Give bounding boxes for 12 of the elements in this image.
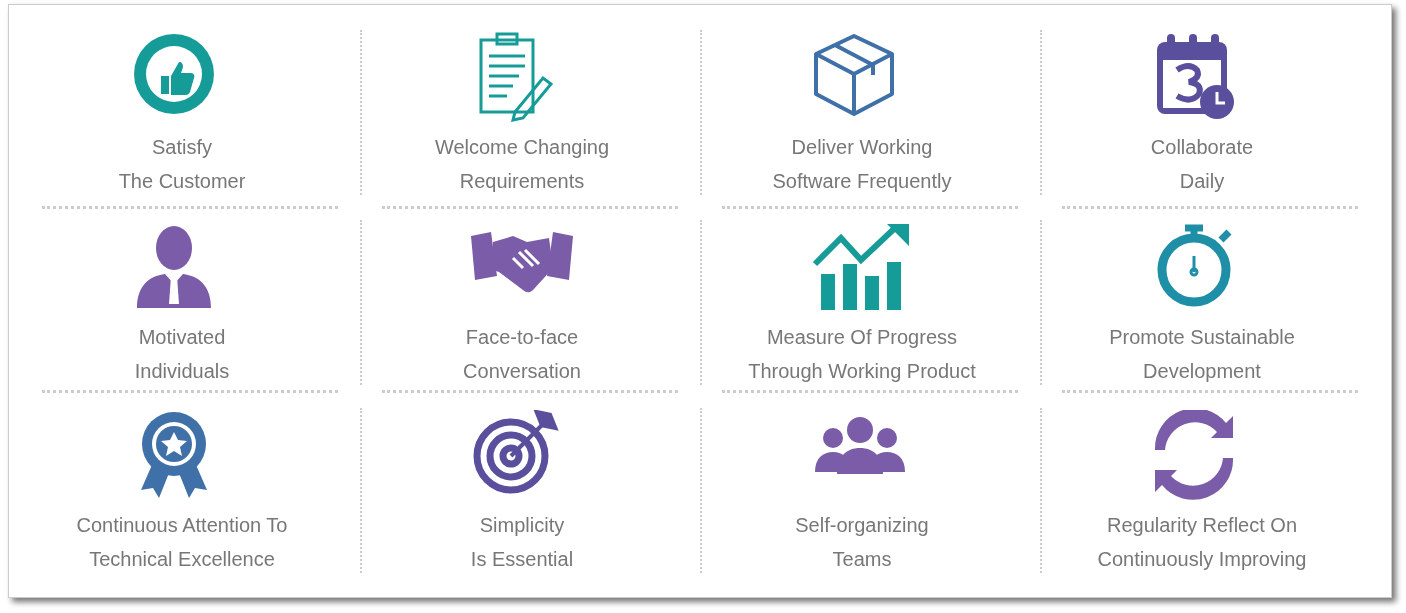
principle-label: Self-organizing Teams: [794, 513, 930, 572]
principle-label: Collaborate Daily: [1149, 135, 1255, 194]
principle-label: Measure Of Progress Through Working Product: [747, 325, 977, 384]
principle-label: Welcome Changing Requirements: [433, 135, 611, 194]
principle-label: Promote Sustainable Development: [1108, 325, 1296, 384]
principle-label: Face-to-face Conversation: [462, 325, 582, 384]
principle-label: Regularity Reflect On Continuously Improving: [1096, 513, 1308, 572]
principle-label: Deliver Working Software Frequently: [771, 135, 953, 194]
principle-label: Simplicity Is Essential: [469, 513, 575, 572]
principle-label: Satisfy The Customer: [117, 135, 247, 194]
principle-label: Motivated Individuals: [133, 325, 231, 384]
principle-label: Continuous Attention To Technical Excellence: [75, 513, 289, 572]
